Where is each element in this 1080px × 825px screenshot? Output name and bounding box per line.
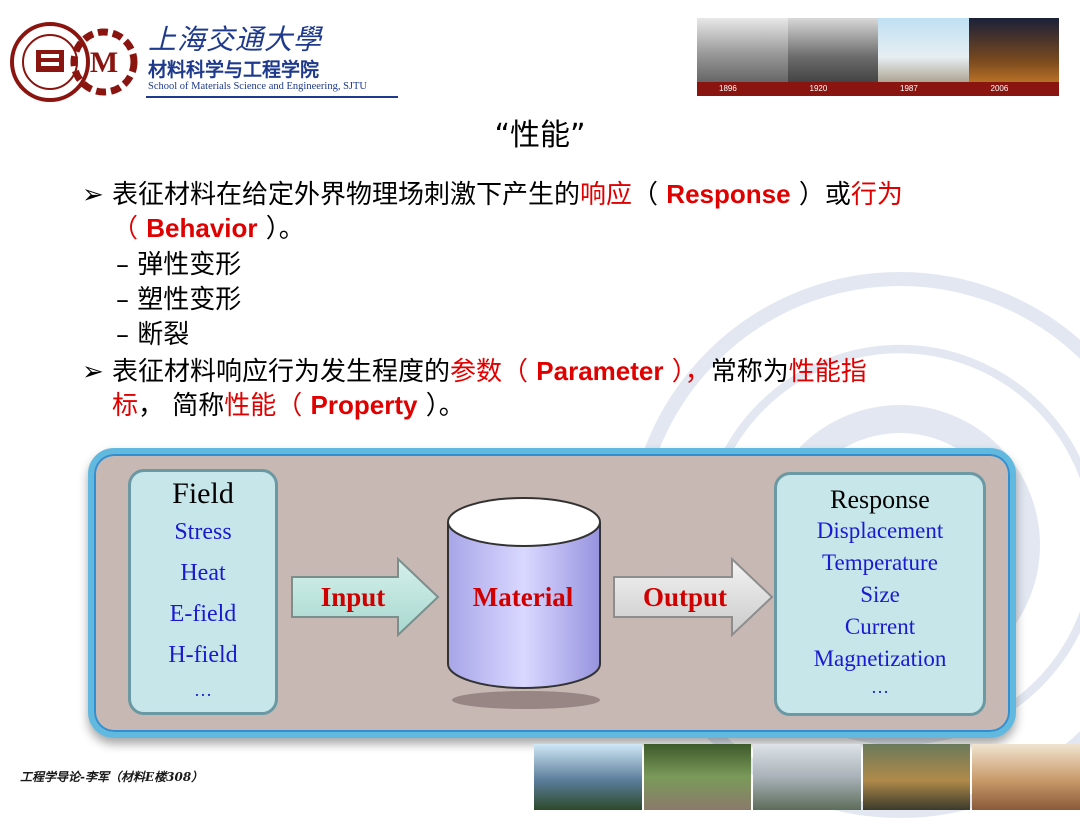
term-parameter: Parameter bbox=[536, 356, 664, 386]
field-box: Field Stress Heat E-field H-field … bbox=[128, 469, 278, 715]
material-cylinder bbox=[447, 497, 601, 709]
photo-year: 2006 bbox=[968, 82, 1059, 96]
bullet-text: 或 bbox=[824, 180, 851, 210]
input-arrow bbox=[291, 557, 440, 637]
response-item: Temperature bbox=[822, 550, 938, 575]
photo-year: 1987 bbox=[878, 82, 969, 96]
arrow-bullet-icon: ➢ bbox=[82, 357, 104, 387]
highlight-text: 参数（ bbox=[450, 357, 537, 387]
field-item: Heat bbox=[180, 560, 226, 586]
bullet-response-line2: （ Behavior ）。 bbox=[112, 211, 305, 246]
response-item: … bbox=[871, 677, 889, 697]
sub-item: – 断裂 bbox=[116, 320, 190, 350]
footer-photo-strip bbox=[534, 744, 1080, 810]
bullet-text: （ bbox=[112, 214, 147, 244]
campus-photo: 1987 bbox=[878, 18, 969, 96]
sub-item: – 塑性变形 bbox=[116, 285, 242, 315]
bullet-parameter-line1: ➢ 表征材料响应行为发生程度的参数（ Parameter ），常称为性能指 bbox=[82, 354, 867, 389]
bullet-text: 表征材料在给定外界物理场刺激下产生的 bbox=[112, 180, 581, 210]
material-label: Material bbox=[472, 582, 574, 612]
response-item: Displacement bbox=[816, 518, 944, 543]
highlight-text: 标 bbox=[112, 391, 139, 421]
highlight-text: ）， bbox=[663, 357, 711, 387]
header-rule bbox=[146, 96, 398, 98]
response-item: Current bbox=[844, 614, 916, 639]
response-title: Response bbox=[830, 485, 930, 514]
field-item: … bbox=[194, 680, 212, 700]
bullet-text: （ bbox=[632, 180, 667, 210]
field-item: Stress bbox=[174, 519, 232, 545]
campus-photo: 2006 bbox=[968, 18, 1059, 96]
campus-photo bbox=[643, 744, 752, 810]
field-item: E-field bbox=[169, 601, 237, 627]
highlight-text: 性能指 bbox=[788, 357, 867, 387]
highlight-text: 响应 bbox=[580, 180, 633, 210]
bullet-text: 表征材料响应行为发生程度的 bbox=[112, 357, 451, 387]
bullet-text: 常称为 bbox=[710, 357, 789, 387]
slide-title: “性能” bbox=[494, 118, 586, 153]
term-response: Response bbox=[666, 179, 791, 209]
bullet-text: ）。 bbox=[257, 214, 305, 244]
term-property: Property bbox=[310, 390, 418, 420]
campus-photo bbox=[534, 744, 642, 810]
term-behavior: Behavior bbox=[146, 213, 258, 243]
sjtu-logo: M bbox=[10, 22, 138, 102]
campus-photo bbox=[862, 744, 971, 810]
field-item: H-field bbox=[168, 642, 238, 668]
sub-item: – 弹性变形 bbox=[116, 250, 242, 280]
bullet-text: ） bbox=[790, 180, 825, 210]
svg-text:M: M bbox=[90, 46, 118, 79]
bullet-response-line1: ➢ 表征材料在给定外界物理场刺激下产生的响应（ Response ）或行为 bbox=[82, 177, 903, 212]
campus-photo: 1896 bbox=[697, 18, 788, 96]
highlight-text: 行为 bbox=[850, 180, 903, 210]
campus-photo-strip: 1896 1920 1987 2006 bbox=[697, 18, 1059, 96]
bullet-parameter-line2: 标， 简称性能（ Property ）。 bbox=[112, 388, 465, 423]
campus-photo bbox=[972, 744, 1080, 810]
footer-text: 工程学导论-李军（材料E楼308） bbox=[20, 770, 204, 784]
university-name: 上海交通大學 bbox=[148, 23, 323, 56]
campus-photo: 1920 bbox=[787, 18, 878, 96]
bullet-text: ， 简称 bbox=[138, 391, 225, 421]
response-item: Magnetization bbox=[813, 646, 947, 671]
photo-year: 1896 bbox=[697, 82, 788, 96]
response-item: Size bbox=[860, 582, 900, 607]
response-box: Response Displacement Temperature Size C… bbox=[774, 472, 986, 716]
field-title: Field bbox=[172, 477, 234, 510]
output-arrow bbox=[613, 557, 774, 637]
output-label: Output bbox=[642, 582, 728, 612]
campus-photo bbox=[753, 744, 861, 810]
school-name-en: School of Materials Science and Engineer… bbox=[148, 81, 367, 92]
school-name: 材料科学与工程学院 bbox=[148, 59, 320, 81]
arrow-bullet-icon: ➢ bbox=[82, 180, 104, 210]
photo-year: 1920 bbox=[787, 82, 878, 96]
bullet-text: ）。 bbox=[417, 391, 465, 421]
highlight-text: 性能（ bbox=[224, 391, 311, 421]
input-label: Input bbox=[320, 582, 386, 612]
